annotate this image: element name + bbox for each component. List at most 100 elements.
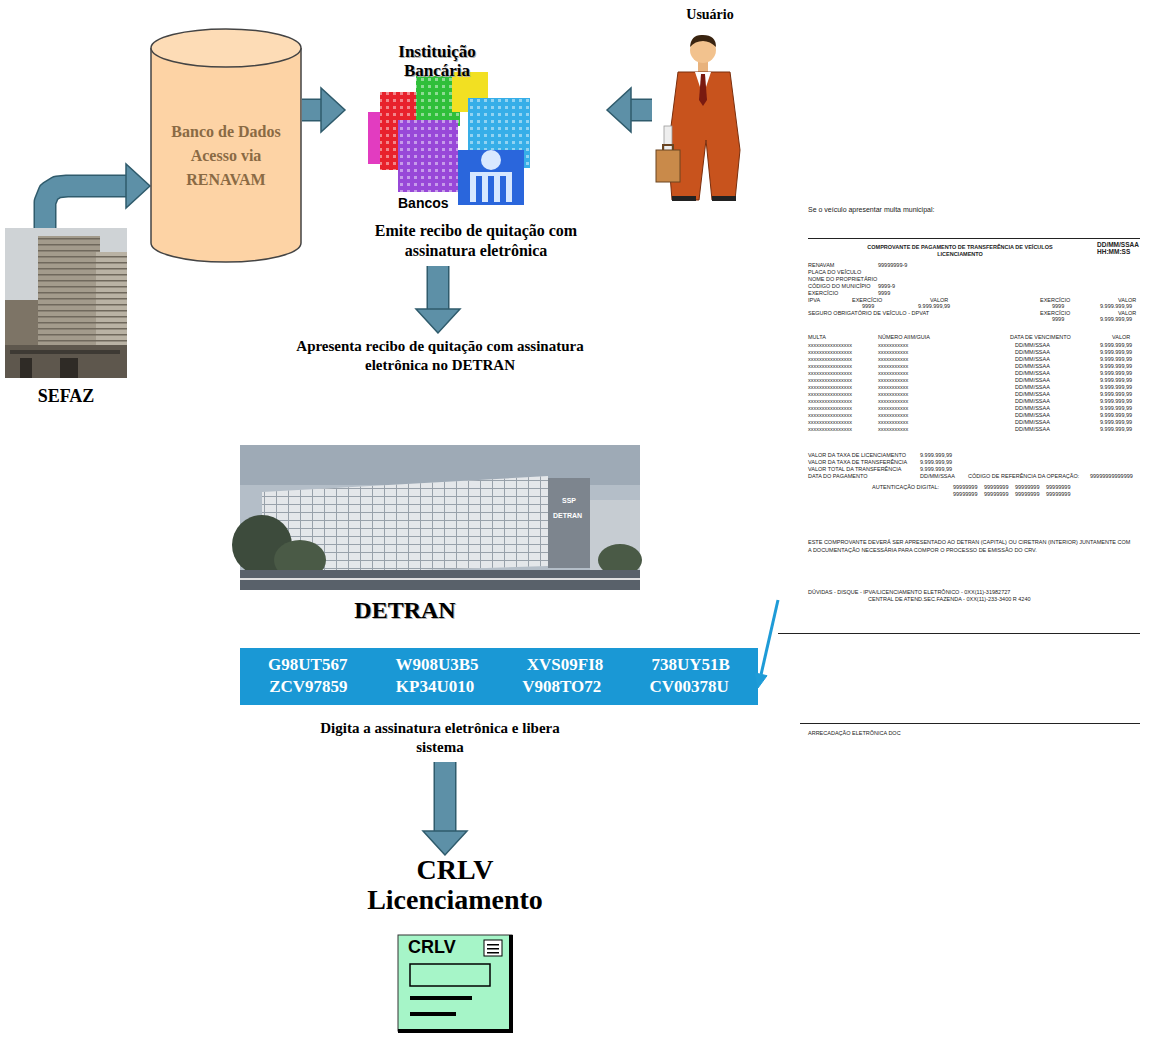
text-holder: DETRAN [553, 512, 582, 520]
text-holder: 9.999.999,99 [1100, 356, 1132, 362]
bank-buildings-icon-part [488, 176, 494, 202]
receipt-text: DD/MM/SSAA [1015, 391, 1050, 397]
text-holder: 9.999.999,99 [1100, 349, 1132, 355]
text-holder: 99999999999999 [1090, 473, 1133, 479]
text-holder: VALOR [1118, 297, 1136, 303]
user-figure-part [712, 196, 736, 201]
node-label: DETRAN [305, 596, 505, 624]
signature-band-part [240, 648, 758, 705]
receipt-text: AUTENTICAÇÃO DIGITAL: [872, 484, 939, 490]
text-holder: DÚVIDAS - DISQUE - IPVA/LICENCIAMENTO EL… [808, 589, 1010, 595]
receipt-text: 9.999.999,99 [1100, 398, 1132, 404]
text-holder: CÓDIGO DO MUNICÍPIO [808, 283, 871, 289]
text-holder: EXERCÍCIO [852, 297, 882, 303]
text-holder: Apresenta recibo de quitação com assinat… [275, 337, 605, 375]
receipt-text: 9.999.999,99 [920, 452, 952, 458]
block-arrow [607, 88, 652, 132]
sefaz-building-photo [5, 228, 127, 378]
receipt-text: ARRECADAÇÃO ELETRÔNICA DOC [808, 730, 901, 736]
text-holder: NOME DO PROPRIETÁRIO [808, 276, 877, 282]
node-label: ZCV97859 KP34U010 V908TO72 CV00378U [240, 677, 758, 697]
text-holder: 99999999 99999999 99999999 99999999 [953, 491, 1070, 497]
receipt-text: 9.999.999,99 [1100, 349, 1132, 355]
receipt-text: 99999999 99999999 99999999 99999999 [953, 491, 1070, 497]
text-holder: xxxxxxxxxxxxxxxx [808, 398, 852, 404]
bank-buildings-icon-part [398, 120, 458, 192]
crlv-document-icon-part [398, 1029, 513, 1033]
receipt-text: DD/MM/SSAA [1015, 342, 1050, 348]
receipt-text: COMPROVANTE DE PAGAMENTO DE TRANSFERÊNCI… [855, 244, 1065, 258]
text-holder: CRLV Licenciamento [335, 855, 575, 915]
detran-building-photo-part [548, 478, 590, 568]
text-holder: DD/MM/SSAA [1015, 370, 1050, 376]
text-holder: ZCV97859 KP34U010 V908TO72 CV00378U [240, 677, 758, 697]
bank-buildings-icon [368, 72, 530, 205]
crlv-document-icon [398, 935, 513, 1033]
receipt-text: SEGURO OBRIGATÓRIO DE VEÍCULO - DPVAT [808, 310, 929, 316]
text-holder: CRLV [408, 937, 456, 957]
receipt-text: 9.999.999,99 [1100, 356, 1132, 362]
receipt-text: 9.999.999,99 [1100, 377, 1132, 383]
bank-buildings-icon-part [481, 150, 501, 170]
receipt-text: xxxxxxxxxxx [878, 370, 908, 376]
receipt-text: xxxxxxxxxxx [878, 384, 908, 390]
text-holder: xxxxxxxxxxxxxxxx [808, 412, 852, 418]
signature-band [240, 648, 758, 705]
user-figure-part [663, 145, 673, 150]
sefaz-building-photo-part [10, 350, 120, 354]
text-holder: xxxxxxxxxxx [878, 363, 908, 369]
text-holder: DD/MM/SSAA HH:MM:SS [1097, 241, 1155, 255]
receipt-text: xxxxxxxxxxx [878, 363, 908, 369]
text-holder: 99999999-9 [878, 262, 907, 268]
crlv-document-icon-part [398, 935, 512, 1031]
receipt-text: xxxxxxxxxxxxxxxx [808, 356, 852, 362]
arrow-head [607, 88, 631, 132]
receipt-text: DD/MM/SSAA [1015, 377, 1050, 383]
user-figure-part [656, 150, 680, 182]
text-holder: xxxxxxxxxxxxxxxx [808, 426, 852, 432]
crlv-document-icon-part [410, 996, 472, 1000]
receipt-text: 9.999.999,99 [1100, 342, 1132, 348]
text-holder: EXERCÍCIO [808, 290, 838, 296]
receipt-text: xxxxxxxxxxxxxxxx [808, 412, 852, 418]
text-holder: DD/MM/SSAA [1015, 412, 1050, 418]
text-holder: DD/MM/SSAA [1015, 419, 1050, 425]
text-holder: xxxxxxxxxxxxxxxx [808, 384, 852, 390]
text-holder: SEGURO OBRIGATÓRIO DE VEÍCULO - DPVAT [808, 310, 929, 316]
receipt-text: VALOR DA TAXA DE TRANSFERÊNCIA [808, 459, 907, 465]
node-label: SSP [562, 497, 576, 505]
text-holder: RENAVAM [808, 262, 834, 268]
block-arrow [423, 762, 467, 855]
receipt-text: xxxxxxxxxxx [878, 377, 908, 383]
node-label: Banco de Dados Acesso via RENAVAM [160, 120, 292, 192]
text-holder: EXERCÍCIO [1040, 297, 1070, 303]
receipt-text: xxxxxxxxxxxxxxxx [808, 405, 852, 411]
receipt-text: IPVA [808, 297, 820, 303]
receipt-text: 9.999.999,99 [920, 459, 952, 465]
text-holder: DD/MM/SSAA [1015, 398, 1050, 404]
receipt-text: 9.999.999,99 [1100, 419, 1132, 425]
bank-buildings-icon-part [476, 176, 482, 202]
receipt-text: DD/MM/SSAA [1015, 419, 1050, 425]
receipt-text: xxxxxxxxxxxxxxxx [808, 363, 852, 369]
receipt-text: DATA DE VENCIMENTO [1010, 334, 1071, 340]
receipt-text: xxxxxxxxxxxxxxxx [808, 426, 852, 432]
arrow-head [416, 309, 460, 333]
text-holder: Usuário [652, 6, 768, 23]
crlv-node: CRLV LicenciamentoCRLV [335, 855, 575, 1035]
arrow-head [755, 673, 767, 688]
text-holder: Digita a assinatura eletrônica e libera … [320, 719, 560, 757]
text-holder: xxxxxxxxxxx [878, 349, 908, 355]
text-holder: PLACA DO VEÍCULO [808, 269, 861, 275]
receipt-text: EXERCÍCIO [852, 297, 882, 303]
bank-buildings-icon-part [500, 176, 506, 202]
text-holder: SEFAZ [5, 386, 127, 406]
text-holder: xxxxxxxxxxx [878, 405, 908, 411]
receipt-text: xxxxxxxxxxxxxxxx [808, 391, 852, 397]
text-holder: 9.999.999,99 [920, 466, 952, 472]
text-holder: xxxxxxxxxxxxxxxx [808, 349, 852, 355]
crlv-icon-node: CRLV [398, 935, 514, 1031]
text-holder: CENTRAL DE ATEND.SEC.FAZENDA - 0XX(11)-2… [868, 596, 1031, 602]
text-holder: 9.999.999,99 [1100, 342, 1132, 348]
